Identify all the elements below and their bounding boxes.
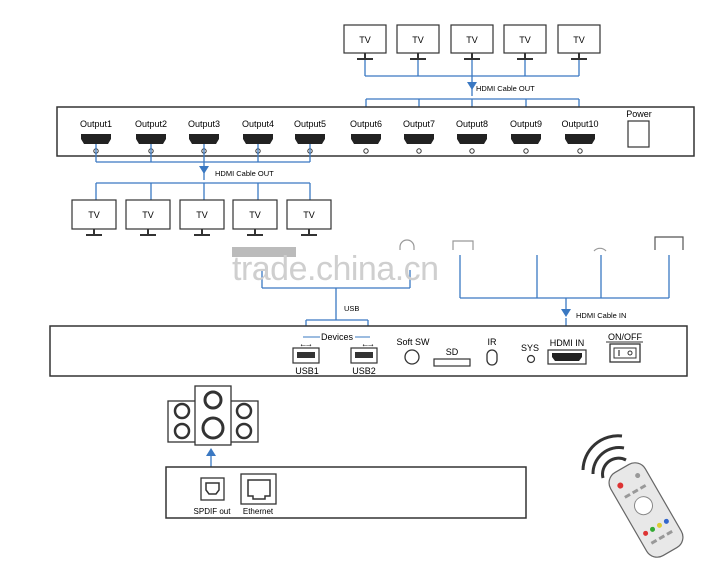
top-tv-4: TV (503, 24, 547, 60)
watermark: trade.china.cn (232, 250, 439, 288)
hdmi-cable-out-bottom-label: HDMI Cable OUT (215, 169, 274, 178)
hdmi-matrix: Output1 Output2 Output3 Output4 Output5 … (56, 106, 695, 157)
soft-sw-label: Soft SW (396, 337, 430, 347)
speaker-system-icon (167, 385, 259, 446)
top-tv-1: TV (343, 24, 387, 60)
sd-label: SD (446, 347, 459, 357)
usb-cable-label: USB (344, 304, 359, 313)
arrow-down-icon (561, 309, 571, 317)
ethernet-label: Ethernet (243, 507, 274, 516)
output-port-label: Output10 (561, 119, 598, 129)
hdmi-in-label: HDMI IN (550, 338, 585, 348)
output-port-label: Output9 (510, 119, 542, 129)
usb-symbol-icon: ⭠⭢ (362, 342, 374, 349)
top-tv-2: TV (396, 24, 440, 60)
bottom-tv-label: TV (303, 210, 315, 220)
spdif-label: SPDIF out (194, 507, 232, 516)
bottom-tv-1: TV (71, 199, 117, 236)
output-port-label: Output1 (80, 119, 112, 129)
bottom-tv-label: TV (196, 210, 208, 220)
hdmi-cable-out-top-label: HDMI Cable OUT (476, 84, 535, 93)
output-port-label: Output6 (350, 119, 382, 129)
sd-card-slot[interactable] (433, 358, 471, 367)
on-off-label: ON/OFF (608, 332, 642, 342)
output-port-10: Output10 (561, 119, 599, 154)
bottom-tv-label: TV (249, 210, 261, 220)
top-tv-label: TV (519, 35, 531, 45)
output-port-label: Output5 (294, 119, 326, 129)
bottom-tv-3: TV (179, 199, 225, 236)
output-port-label: Output4 (242, 119, 274, 129)
arrow-down-icon (467, 82, 477, 90)
hdmi-cable-in-label: HDMI Cable IN (576, 311, 626, 320)
devices-label: Devices (321, 332, 354, 342)
media-player: Devices ⭠⭢ ⭠⭢ USB1 USB2 Soft SW SD IR SY… (49, 325, 688, 377)
usb2-label: USB2 (352, 366, 376, 376)
top-tv-3: TV (450, 24, 494, 60)
bottom-tv-2: TV (125, 199, 171, 236)
usb1-label: USB1 (295, 366, 319, 376)
arrow-down-icon (199, 166, 209, 174)
output-port-label: Output2 (135, 119, 167, 129)
top-tv-5: TV (557, 24, 601, 60)
output-port-7: Output7 (403, 119, 435, 154)
usb-stick-icon (232, 247, 296, 257)
soft-sw-button[interactable] (404, 349, 420, 365)
bottom-tv-4: TV (232, 199, 278, 236)
rear-panel: SPDIF out Ethernet (165, 466, 527, 519)
output-port-6: Output6 (350, 119, 382, 154)
camera-icon (452, 240, 474, 250)
arrow-up-icon (206, 448, 216, 456)
ir-label: IR (488, 337, 498, 347)
bottom-tv-row: TV TV TV TV TV (71, 199, 332, 236)
remote-control-icon (581, 434, 684, 558)
bottom-tv-label: TV (142, 210, 154, 220)
bottom-tv-5: TV (286, 199, 332, 236)
top-tv-label: TV (466, 35, 478, 45)
usb-drive-icon (399, 239, 415, 250)
ir-sensor (486, 349, 498, 366)
player-icon (593, 247, 607, 252)
bottom-tv-label: TV (88, 210, 100, 220)
top-tv-label: TV (412, 35, 424, 45)
usb-symbol-icon: ⭠⭢ (300, 342, 312, 349)
top-tv-label: TV (573, 35, 585, 45)
source-devices (232, 236, 684, 257)
power-switch[interactable] (627, 120, 650, 148)
output-port-8: Output8 (456, 119, 488, 154)
sys-label: SYS (521, 343, 539, 353)
power-label: Power (626, 109, 652, 119)
sys-led (526, 354, 536, 364)
bottom-hdmi-cable (95, 144, 311, 200)
output-port-label: Output7 (403, 119, 435, 129)
output-port-9: Output9 (510, 119, 542, 154)
laptop-icon (654, 236, 684, 250)
output-port-label: Output3 (188, 119, 220, 129)
top-tv-row: TV TV TV TV TV (343, 24, 601, 60)
output-port-label: Output8 (456, 119, 488, 129)
top-tv-label: TV (359, 35, 371, 45)
